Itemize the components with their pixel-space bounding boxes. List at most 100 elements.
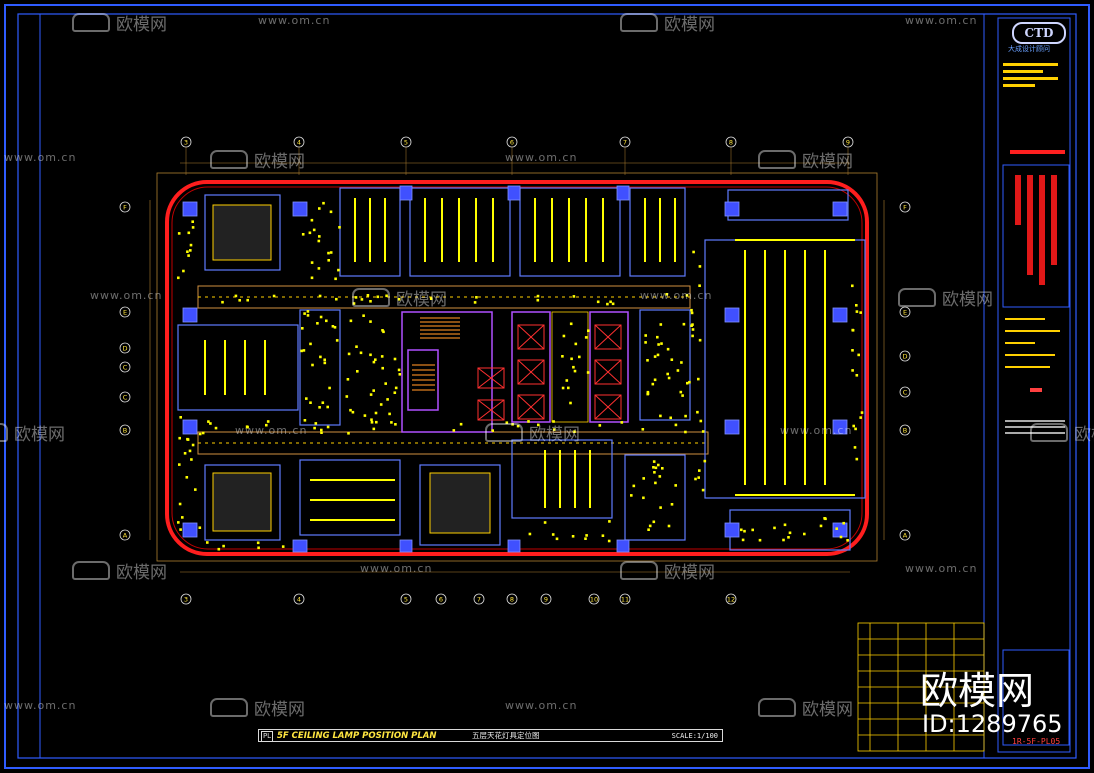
ceiling-lamp (679, 390, 683, 394)
ceiling-lamp (234, 294, 238, 298)
ceiling-lamp (819, 524, 823, 528)
ceiling-lamp (369, 353, 372, 357)
ceiling-lamp (536, 294, 540, 298)
linear-lamp-strips (204, 198, 855, 521)
axis-bubble-bottom: 5 (400, 593, 412, 605)
svg-text:8: 8 (510, 596, 514, 604)
ceiling-lamp (694, 477, 697, 481)
ceiling-lamp (652, 460, 656, 463)
ceiling-lamp (326, 425, 330, 429)
axis-bubble-left: C (119, 361, 131, 373)
ceiling-lamp (824, 517, 827, 521)
ceiling-lamp (646, 359, 649, 362)
ceiling-lamp (369, 393, 373, 396)
ceiling-lamp (851, 349, 854, 352)
ceiling-lamp (743, 529, 746, 533)
ceiling-lamp (326, 405, 329, 409)
ceiling-lamp (698, 469, 701, 472)
ceiling-lamp (360, 298, 364, 301)
ceiling-lamp (853, 446, 857, 449)
ceiling-lamp (318, 294, 322, 298)
ceiling-lamp (206, 541, 209, 544)
ceiling-lamp (642, 477, 645, 480)
ceiling-lamp (321, 401, 325, 404)
ceiling-lamp (320, 428, 323, 432)
ceiling-lamp (659, 506, 662, 509)
axis-bubble-left: A (119, 529, 131, 541)
ceiling-lamp (688, 380, 691, 384)
ceiling-lamp (318, 406, 321, 409)
ceiling-lamp (347, 432, 350, 435)
ceiling-lamp (609, 300, 612, 304)
ceiling-lamp (620, 421, 624, 424)
axis-bubble-top: 6 (506, 136, 518, 148)
ceiling-lamp (676, 369, 680, 372)
svg-text:A: A (123, 532, 128, 540)
ceiling-lamp (459, 422, 463, 426)
ceiling-lamp (317, 267, 321, 270)
ceiling-lamp (607, 539, 611, 543)
ceiling-lamp (699, 419, 703, 423)
ceiling-lamp (217, 547, 221, 551)
structural-columns (182, 185, 848, 553)
ceiling-lamp (316, 322, 319, 325)
ceiling-lamp (381, 366, 384, 370)
ceiling-lamp (537, 423, 540, 427)
ceiling-lamp (190, 458, 193, 461)
ceiling-lamp (857, 353, 860, 357)
ceiling-lamp (851, 284, 854, 288)
ceiling-lamp (569, 322, 573, 326)
ceiling-lamp (783, 523, 787, 527)
axis-bubble-left: F (119, 201, 131, 213)
ceiling-lamp (701, 488, 705, 492)
ceiling-lamp (788, 531, 792, 535)
ceiling-lamp (327, 251, 330, 255)
ceiling-lamp (669, 416, 672, 420)
ceiling-lamp (388, 412, 391, 416)
ceiling-lamp (584, 336, 588, 339)
ceiling-lamp (674, 423, 678, 427)
axis-bubble-bottom: 3 (180, 593, 192, 605)
ceiling-lamp (397, 298, 401, 301)
ceiling-lamp (667, 524, 671, 528)
ceiling-lamp (363, 414, 367, 417)
ceiling-lamp (452, 429, 456, 432)
ceiling-lamp (381, 329, 384, 332)
corridors (197, 285, 709, 455)
axis-bubble-right: A (899, 529, 911, 541)
ceiling-lamp (178, 436, 181, 440)
ceiling-lamp (543, 521, 547, 524)
ceiling-lamp (567, 386, 570, 390)
ceiling-lamp (682, 322, 686, 326)
svg-text:E: E (123, 309, 127, 317)
ceiling-lamp (570, 357, 573, 361)
ceiling-lamp (327, 259, 330, 262)
ceiling-lamp (207, 420, 210, 423)
axis-bubble-bottom: 6 (435, 593, 447, 605)
ceiling-lamp (611, 302, 615, 306)
sidebar-notes (1002, 63, 1070, 746)
ceiling-lamp (179, 528, 182, 531)
ceiling-lamp (375, 420, 378, 424)
ceiling-lamp (684, 414, 687, 418)
ceiling-lamp (571, 535, 575, 538)
ceiling-lamp (572, 295, 576, 298)
ceiling-lamp (859, 416, 862, 419)
ceiling-lamp (191, 443, 195, 447)
ceiling-lamp (182, 269, 185, 273)
ceiling-lamp (656, 353, 660, 357)
ceiling-lamp (656, 335, 659, 339)
axis-bubble-right: B (899, 424, 911, 436)
ceiling-lamp (691, 328, 695, 331)
ceiling-lamp (586, 371, 590, 374)
ceiling-lamp (690, 308, 693, 312)
ceiling-lamp (698, 265, 702, 268)
sheet-inner-border (17, 13, 1077, 759)
axis-bubble-top: 7 (619, 136, 631, 148)
ceiling-lamp (651, 382, 655, 386)
svg-text:C: C (903, 389, 908, 397)
ceiling-lamp (398, 373, 402, 376)
ceiling-lamp (338, 226, 341, 229)
